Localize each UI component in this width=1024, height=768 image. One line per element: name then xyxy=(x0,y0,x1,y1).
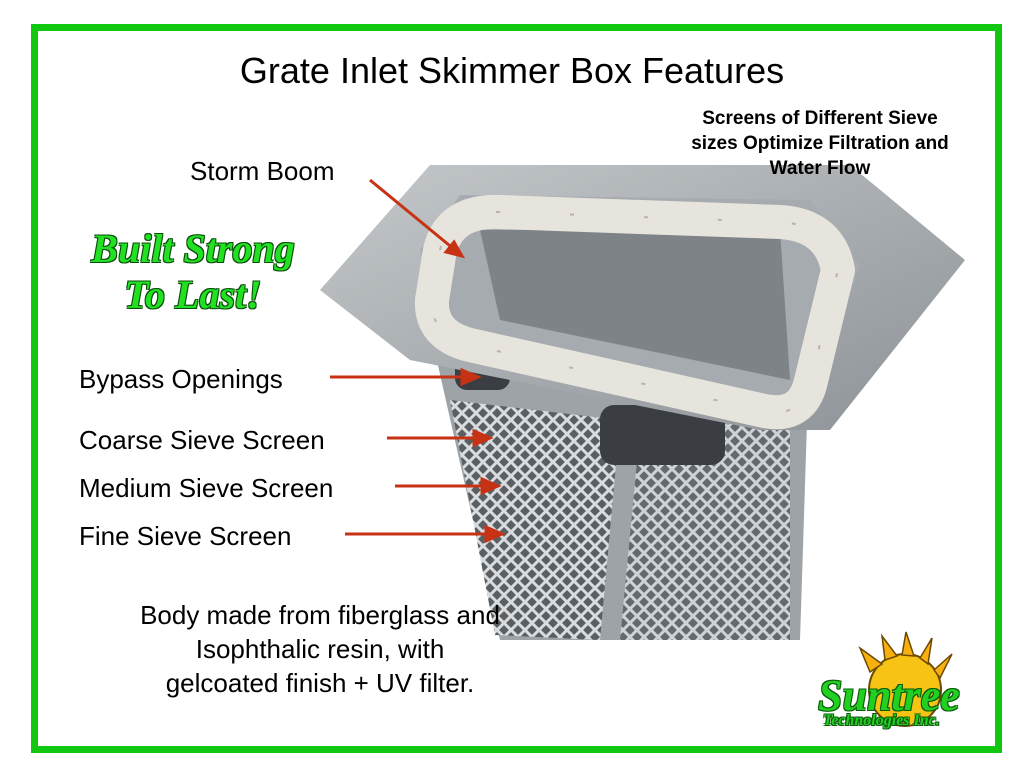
slogan: Built Strong To Last! xyxy=(48,226,338,318)
arrows xyxy=(330,178,506,544)
body-line-1: Body made from fiberglass and xyxy=(140,600,500,630)
storm-boom-label: Storm Boom xyxy=(190,156,335,186)
logo-name: Suntree xyxy=(818,671,960,720)
slide-border xyxy=(31,24,1002,753)
sun-icon xyxy=(858,631,953,727)
slogan-line-2: To Last! xyxy=(124,272,262,317)
body-line-3: gelcoated finish + UV filter. xyxy=(165,668,475,698)
medium-sieve-label: Medium Sieve Screen xyxy=(79,473,334,503)
logo-subtitle: Technologies Inc. xyxy=(823,712,940,729)
fine-sieve-label: Fine Sieve Screen xyxy=(79,521,292,551)
slogan-line-1: Built Strong xyxy=(91,226,295,271)
slide-title: Grate Inlet Skimmer Box Features xyxy=(239,50,785,91)
sieve-callout: Screens of Different Sieve sizes Optimiz… xyxy=(691,108,949,179)
material-description: Body made from fiberglass and Isophthali… xyxy=(80,598,560,700)
bypass-openings-label: Bypass Openings xyxy=(79,364,283,394)
coarse-sieve-label: Coarse Sieve Screen xyxy=(79,425,325,455)
body-line-2: Isophthalic resin, with xyxy=(195,634,445,664)
